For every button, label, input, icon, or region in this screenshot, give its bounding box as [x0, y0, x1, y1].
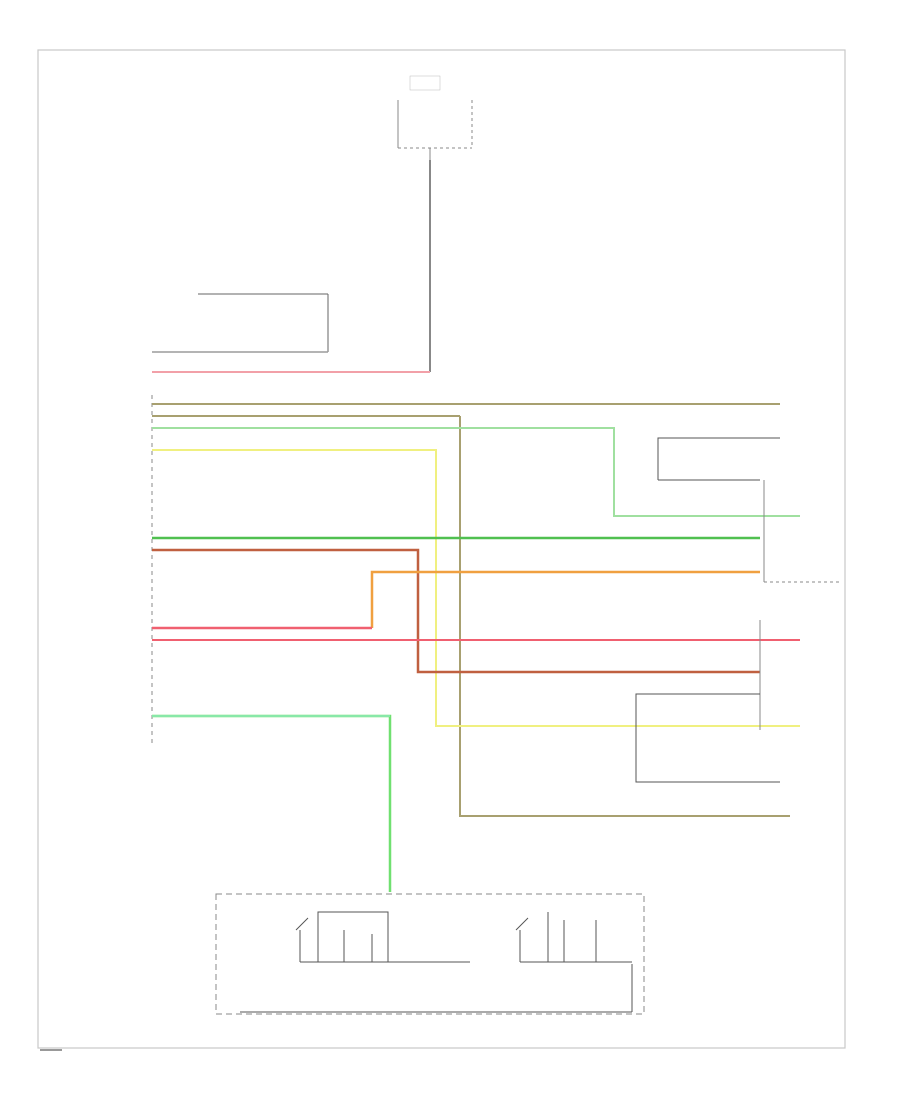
wire-pink-feed — [152, 160, 431, 373]
wire-brown — [152, 548, 760, 674]
upper-left-circuit — [152, 293, 329, 353]
diagram-frame — [37, 49, 846, 1049]
wire-light-green — [152, 427, 800, 517]
fuse-block — [397, 75, 473, 160]
wire-yellow — [152, 449, 800, 727]
right-switch-lower — [635, 620, 780, 783]
wire-orange — [370, 570, 760, 628]
wire-cyan-green — [152, 714, 392, 892]
bottom-module — [215, 893, 645, 1015]
right-switch-upper — [657, 437, 840, 583]
wire-olive-2-run — [459, 416, 790, 817]
